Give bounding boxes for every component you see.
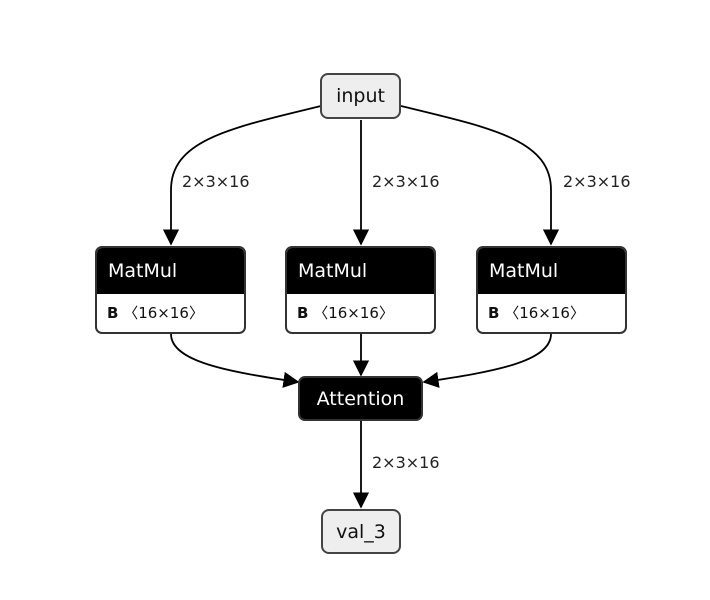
node-matmul-2[interactable]: MatMul B 〈16×16〉	[285, 246, 436, 334]
node-matmul-3-title: MatMul	[478, 248, 625, 294]
edge-label-input-matmul-2: 2×3×16	[372, 172, 440, 191]
edge-label-input-matmul-3: 2×3×16	[563, 172, 631, 191]
node-matmul-1[interactable]: MatMul B 〈16×16〉	[95, 246, 246, 334]
node-output[interactable]: val_3	[321, 509, 401, 554]
node-attention-label: Attention	[316, 387, 405, 410]
edge-label-attention-output: 2×3×16	[372, 453, 440, 472]
node-matmul-3-attribute: B 〈16×16〉	[478, 294, 625, 332]
node-matmul-3[interactable]: MatMul B 〈16×16〉	[476, 246, 627, 334]
edge-input-matmul-1	[162, 105, 322, 246]
node-matmul-2-title: MatMul	[287, 248, 434, 294]
node-output-label: val_3	[336, 520, 386, 543]
node-attention[interactable]: Attention	[298, 376, 423, 421]
edge-matmul-1-attention	[170, 333, 300, 388]
node-matmul-2-attr-name: B	[297, 304, 309, 322]
node-matmul-2-attr-value: 〈16×16〉	[313, 304, 394, 322]
edge-input-matmul-3	[400, 105, 560, 246]
node-matmul-1-attr-value: 〈16×16〉	[123, 304, 204, 322]
node-matmul-1-title: MatMul	[97, 248, 244, 294]
node-input[interactable]: input	[320, 73, 401, 119]
node-input-label: input	[336, 85, 385, 107]
node-matmul-2-attribute: B 〈16×16〉	[287, 294, 434, 332]
edge-matmul-3-attention	[422, 333, 552, 388]
node-matmul-3-attr-name: B	[488, 304, 500, 322]
node-matmul-1-attribute: B 〈16×16〉	[97, 294, 244, 332]
node-matmul-3-attr-value: 〈16×16〉	[504, 304, 585, 322]
edge-label-input-matmul-1: 2×3×16	[182, 172, 250, 191]
node-matmul-1-attr-name: B	[107, 304, 119, 322]
